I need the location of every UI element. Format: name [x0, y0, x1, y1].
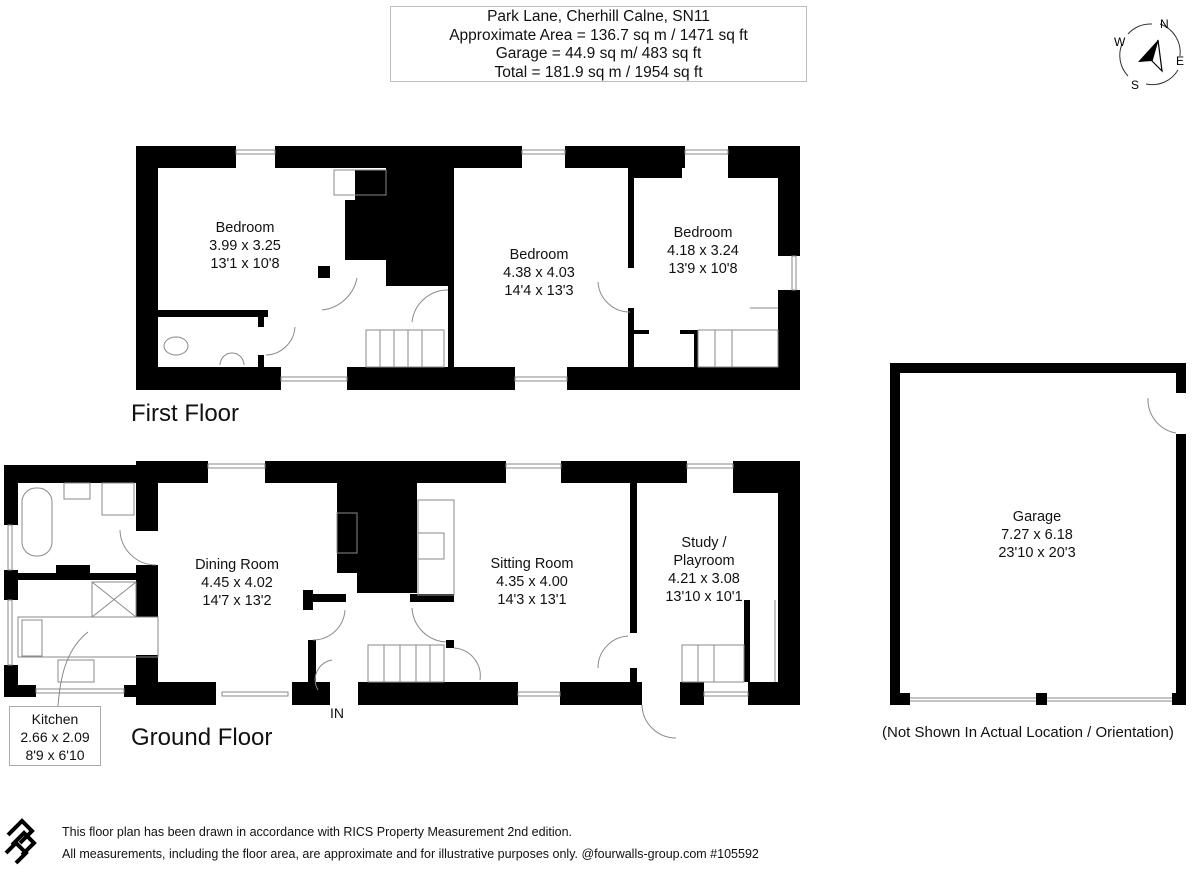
room-size-imperial: 8'9 x 6'10	[25, 747, 85, 763]
room-name: Study /	[681, 535, 727, 551]
room-size-imperial: 14'7 x 13'2	[202, 593, 272, 609]
room-label-garage: Garage 7.27 x 6.18 23'10 x 20'3	[998, 508, 1075, 562]
room-size-imperial: 13'1 x 10'8	[210, 256, 280, 272]
entrance-label: IN	[330, 705, 344, 721]
room-size-metric: 7.27 x 6.18	[1001, 527, 1073, 543]
room-size-imperial: 13'10 x 10'1	[665, 589, 743, 605]
compass-icon: N E S W	[1108, 14, 1193, 94]
svg-text:S: S	[1131, 78, 1139, 92]
compass-north: N	[1160, 17, 1169, 31]
room-name: Bedroom	[215, 220, 275, 236]
room-name-line2: Playroom	[673, 553, 735, 569]
ground-floor-title: Ground Floor	[131, 724, 273, 751]
room-name: Kitchen	[31, 711, 79, 727]
room-name: Bedroom	[673, 225, 733, 241]
room-size-metric: 4.45 x 4.02	[201, 575, 273, 591]
room-size-imperial: 13'9 x 10'8	[668, 261, 738, 277]
total-area-text: Total = 181.9 sq m / 1954 sq ft	[494, 63, 703, 81]
room-name: Sitting Room	[490, 556, 574, 572]
room-name: Garage	[1012, 509, 1062, 525]
room-size-metric: 4.35 x 4.00	[496, 574, 568, 590]
room-label-bedroom-2: Bedroom 4.38 x 4.03 14'4 x 13'3	[503, 246, 575, 300]
room-name: Dining Room	[195, 557, 279, 573]
fourwalls-logo-icon	[2, 815, 44, 867]
approx-area-text: Approximate Area = 136.7 sq m / 1471 sq …	[449, 26, 748, 44]
room-label-study-playroom: Study / Playroom 4.21 x 3.08 13'10 x 10'…	[665, 534, 742, 606]
room-size-metric: 4.38 x 4.03	[503, 265, 575, 281]
garage-orientation-note: (Not Shown In Actual Location / Orientat…	[882, 724, 1174, 741]
first-floor-title: First Floor	[131, 400, 239, 427]
room-label-bedroom-1: Bedroom 3.99 x 3.25 13'1 x 10'8	[209, 219, 281, 273]
room-label-sitting-room: Sitting Room 4.35 x 4.00 14'3 x 13'1	[490, 555, 573, 609]
svg-text:W: W	[1114, 35, 1126, 49]
footer-disclaimer-line1: This floor plan has been drawn in accord…	[62, 825, 572, 839]
address-text: Park Lane, Cherhill Calne, SN11	[487, 8, 710, 25]
room-size-imperial: 23'10 x 20'3	[998, 545, 1076, 561]
svg-text:E: E	[1176, 54, 1184, 68]
room-label-kitchen: Kitchen 2.66 x 2.09 8'9 x 6'10	[9, 706, 101, 766]
room-size-imperial: 14'3 x 13'1	[497, 592, 567, 608]
room-size-metric: 4.21 x 3.08	[668, 571, 740, 587]
area-summary-box: Park Lane, Cherhill Calne, SN11 Approxim…	[390, 6, 807, 82]
footer-disclaimer-line2: All measurements, including the floor ar…	[62, 847, 759, 861]
room-size-metric: 3.99 x 3.25	[209, 238, 281, 254]
garage-area-text: Garage = 44.9 sq m/ 483 sq ft	[495, 45, 702, 62]
room-label-dining-room: Dining Room 4.45 x 4.02 14'7 x 13'2	[195, 556, 279, 610]
room-label-bedroom-3: Bedroom 4.18 x 3.24 13'9 x 10'8	[667, 224, 739, 278]
room-name: Bedroom	[509, 247, 569, 263]
room-size-metric: 2.66 x 2.09	[20, 729, 90, 745]
room-size-imperial: 14'4 x 13'3	[504, 283, 574, 299]
room-size-metric: 4.18 x 3.24	[667, 243, 739, 259]
